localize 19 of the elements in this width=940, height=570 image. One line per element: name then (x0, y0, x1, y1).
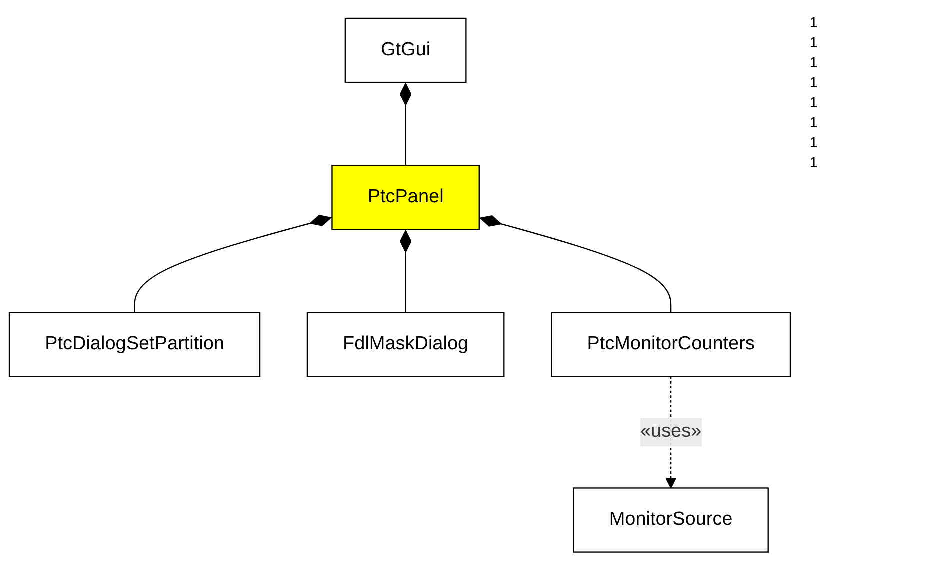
node-box: FdlMaskDialog (306, 312, 505, 377)
connector (400, 82, 412, 166)
node-box: PtcMonitorCounters (551, 312, 792, 377)
node-box: GtGui (344, 18, 467, 83)
edge-label: «uses» (640, 421, 702, 442)
connector (479, 215, 672, 312)
connector (400, 229, 412, 312)
node-box: MonitorSource (573, 487, 769, 552)
multiplicity-label: 1 (810, 14, 819, 30)
connector (134, 214, 332, 312)
multiplicity-label: 1 (810, 94, 819, 110)
multiplicity-label: 1 (810, 54, 819, 70)
multiplicity-label: 1 (810, 114, 819, 130)
multiplicity-label: 1 (810, 134, 819, 150)
multiplicity-label: 1 (810, 34, 819, 50)
multiplicity-label: 1 (810, 74, 819, 90)
node-box: PtcPanel (332, 164, 480, 230)
node-box: PtcDialogSetPartition (8, 312, 261, 377)
multiplicity-label: 1 (810, 154, 819, 170)
